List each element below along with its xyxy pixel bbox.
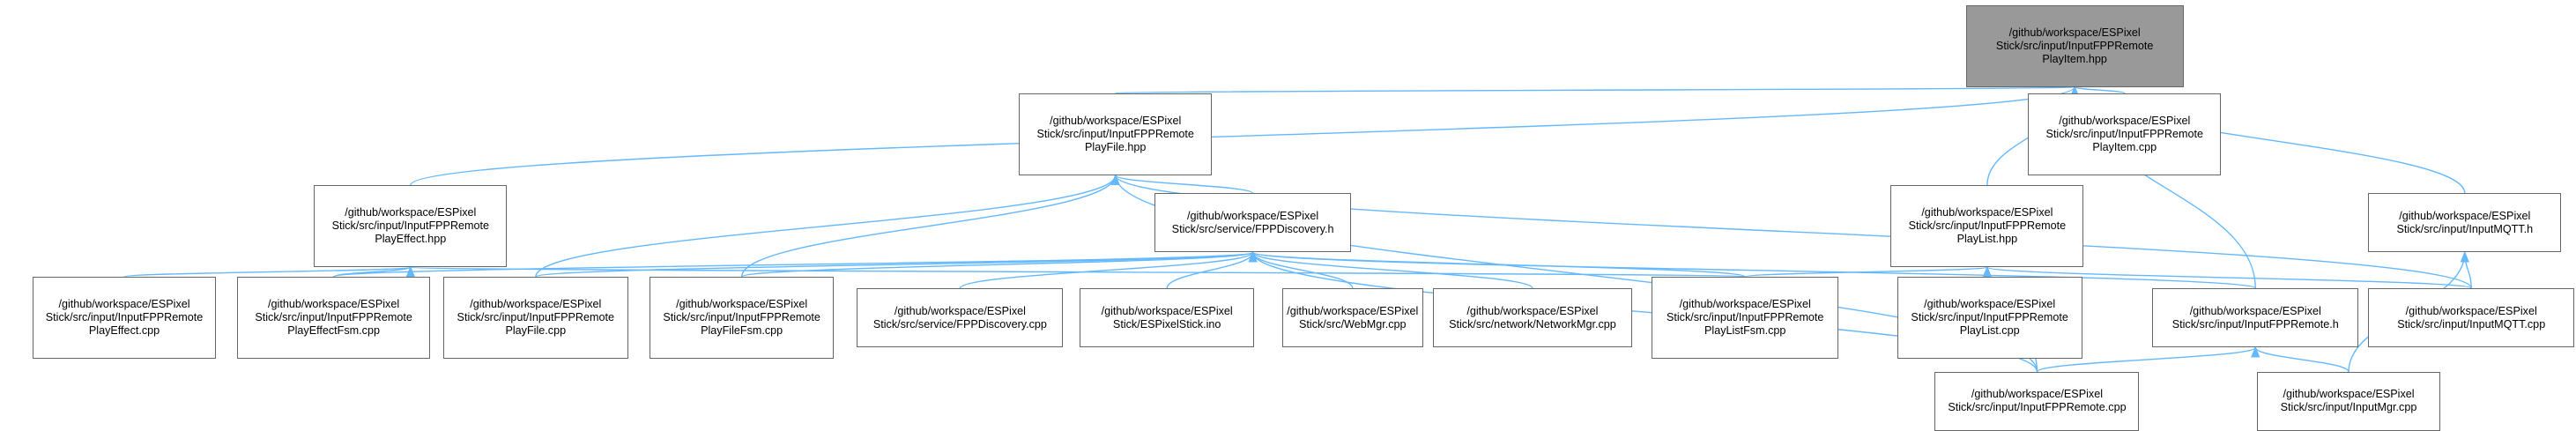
node-label-line: Stick/src/network/NetworkMgr.cpp [1449,317,1616,331]
node-label-line: Stick/src/service/FPPDiscovery.cpp [872,317,1047,331]
dependency-edge [1249,251,2256,289]
node-label-line: /github/workspace/ESPixel [2059,114,2191,127]
node-label-line: PlayListFsm.cpp [1704,324,1786,338]
node-label-line: /github/workspace/ESPixel [2008,26,2141,39]
dependency-edge [1110,174,1254,195]
dependency-edge [2251,346,2350,373]
node-label-line: /github/workspace/ESPixel [894,304,1026,317]
node-label-line: /github/workspace/ESPixel [2405,304,2537,317]
node-label-line: PlayItem.cpp [2092,140,2157,153]
node-label-line: Stick/src/input/InputFPPRemote.h [2171,317,2339,331]
dependency-edge [1744,265,1992,278]
node-label-line: /github/workspace/ESPixel [2189,304,2321,317]
node-label-line: /github/workspace/ESPixel [345,206,477,219]
dependency-edge [123,265,415,278]
dependency-edge [2036,346,2260,373]
node-label-line: PlayEffect.cpp [88,324,160,338]
node-label-line: Stick/src/input/InputFPPRemote [2045,127,2204,140]
dependency-edge [740,174,1120,278]
node-label-line: PlayList.hpp [1956,233,2018,246]
dependency-edge [959,251,1258,289]
node-label-line: Stick/src/input/InputMQTT.h [2396,222,2534,235]
node-label-line: Stick/src/input/InputMQTT.cpp [2397,317,2546,331]
node-label-line: /github/workspace/ESPixel [1924,298,2056,311]
node-label-line: Stick/src/input/InputFPPRemote [457,311,615,324]
node-label-line: /github/workspace/ESPixel [1050,114,1182,127]
node-label-line: /github/workspace/ESPixel [58,298,190,311]
node-label-line: Stick/src/input/InputFPPRemote [1036,127,1194,140]
node-label-line: Stick/src/input/InputFPPRemote [45,311,204,324]
dependency-edge [740,251,1258,278]
dependency-edge [535,174,1120,278]
edge-layer [123,85,2472,373]
node-label-line: PlayFileFsm.cpp [701,324,783,338]
dependency-edge [2070,85,2126,97]
node-label-line: /github/workspace/ESPixel [1187,209,1319,222]
dependency-edge [410,85,2079,186]
node-label-line: /github/workspace/ESPixel [1287,304,1419,317]
node-label-line: Stick/src/input/InputFPPRemote [331,219,490,233]
node-label-line: /github/workspace/ESPixel [268,298,400,311]
node-label-line: Stick/src/input/InputMgr.cpp [2280,401,2417,414]
node-label-line: Stick/src/input/InputFPPRemote.cpp [1948,401,2127,414]
dependency-edge [332,265,415,278]
node-label-line: PlayEffectFsm.cpp [287,324,380,338]
node-label-line: Stick/src/input/InputFPPRemote [1995,39,2154,52]
node-label-line: /github/workspace/ESPixel [1679,298,1811,311]
node-label-line: Stick/src/input/InputFPPRemote [663,311,820,324]
node-label-line: /github/workspace/ESPixel [1971,388,2104,401]
node-label-line: PlayFile.cpp [505,324,567,338]
dependency-edge [1248,251,1533,289]
node-label-line: /github/workspace/ESPixel [2283,388,2415,401]
dependency-edge [1115,85,2076,98]
node-label-line: /github/workspace/ESPixel [1921,206,2053,219]
dependency-edge [535,251,1257,278]
node-label-line: Stick/src/input/InputFPPRemote [1666,311,1824,324]
node-label-line: /github/workspace/ESPixel [1466,304,1599,317]
node-label-line: /github/workspace/ESPixel [1101,304,1233,317]
node-label-line: Stick/src/service/FPPDiscovery.h [1171,222,1334,235]
node-label-line: PlayEffect.hpp [375,233,447,246]
node-label-line: Stick/src/input/InputFPPRemote [1911,311,2068,324]
node-label-line: PlayFile.hpp [1085,140,1147,153]
dependency-edge [1983,265,2472,289]
node-label-line: /github/workspace/ESPixel [676,298,808,311]
node-label-line: PlayList.cpp [1959,324,2020,338]
node-label-line: Stick/src/WebMgr.cpp [1299,317,1407,331]
node-label-line: PlayItem.hpp [2042,52,2107,65]
node-label-line: Stick/ESPixelStick.ino [1112,317,1221,331]
node-label-line: Stick/src/input/InputFPPRemote [255,311,412,324]
node-label-line: /github/workspace/ESPixel [2399,209,2531,222]
node-label-line: Stick/src/input/InputFPPRemote [1908,219,2067,233]
node-label-line: /github/workspace/ESPixel [470,298,602,311]
